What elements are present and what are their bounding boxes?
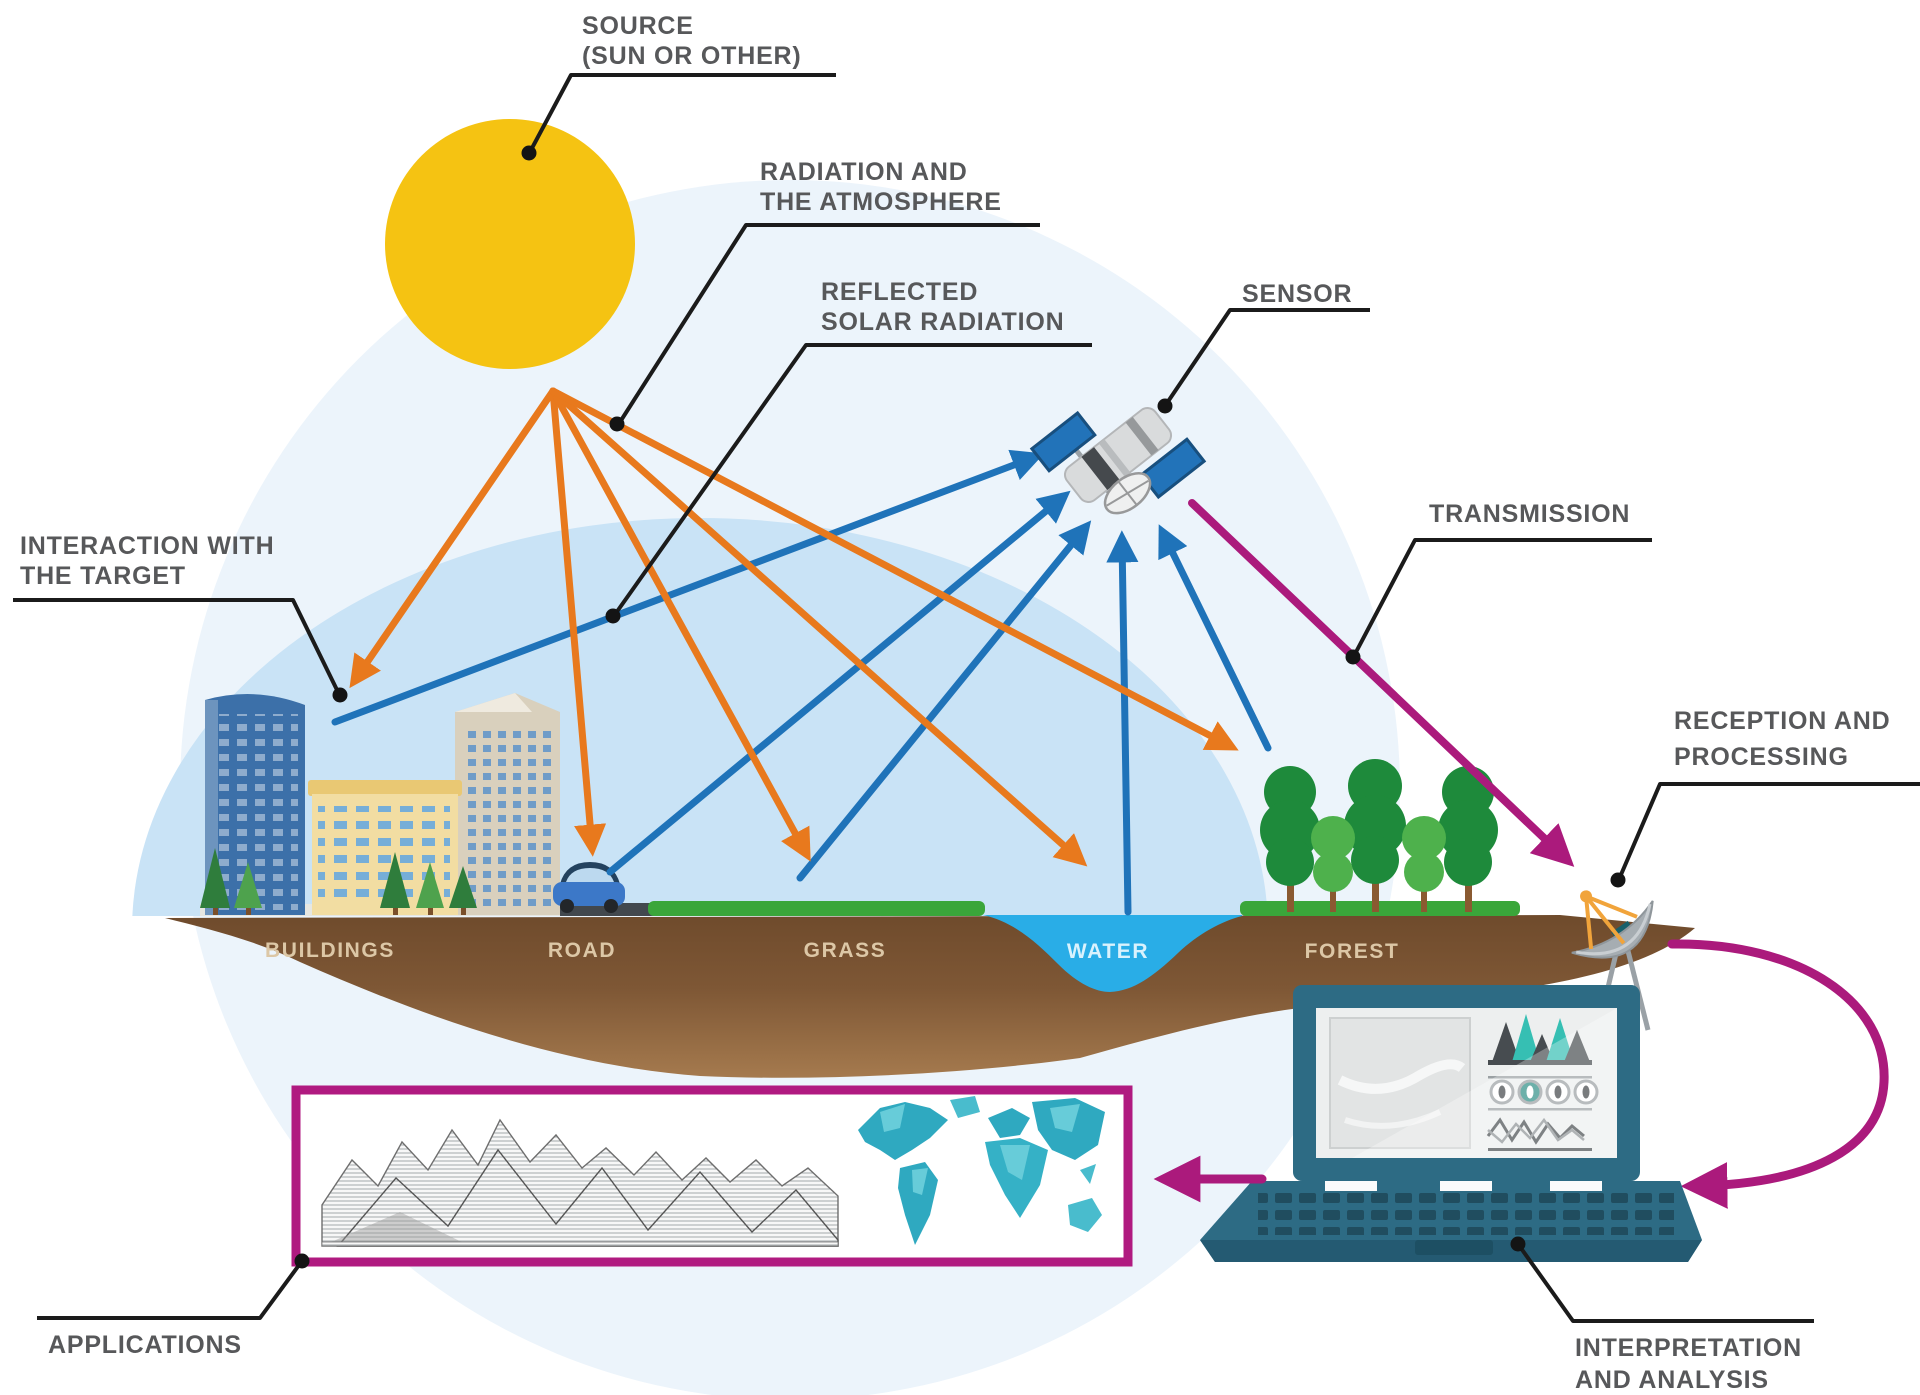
forest-grass-strip xyxy=(1240,901,1520,916)
terrain-wireframe xyxy=(321,1118,839,1247)
yellow-building-cornice xyxy=(308,780,462,796)
callout-radiation-atmosphere: RADIATION AND THE ATMOSPHERE xyxy=(609,158,1040,432)
svg-text:THE TARGET: THE TARGET xyxy=(20,562,186,590)
ground-label-forest: FOREST xyxy=(1305,940,1400,963)
ground-label-grass: GRASS xyxy=(804,939,887,962)
reflected-radiation-arrows xyxy=(331,449,1272,916)
callout-applications: APPLICATIONS xyxy=(37,1253,310,1359)
ground-label-water: WATER xyxy=(1067,940,1149,963)
grass-strip xyxy=(648,901,985,916)
callouts: SOURCE (SUN OR OTHER) RADIATION AND THE … xyxy=(13,12,1920,1394)
applications-label: APPLICATIONS xyxy=(48,1331,242,1359)
laptop-icon xyxy=(1200,985,1702,1262)
processing-flow-arrow xyxy=(1667,939,1889,1209)
transmission-arrow xyxy=(1188,499,1575,867)
callout-reflected-solar-radiation: REFLECTED SOLAR RADIATION xyxy=(605,278,1092,624)
svg-text:THE ATMOSPHERE: THE ATMOSPHERE xyxy=(760,188,1002,216)
ground: BUILDINGS ROAD GRASS WATER FOREST xyxy=(165,901,1695,1078)
transmission-label: TRANSMISSION xyxy=(1429,500,1630,528)
svg-text:SOLAR RADIATION: SOLAR RADIATION xyxy=(821,308,1064,336)
callout-sensor: SENSOR xyxy=(1157,280,1370,414)
city-trees xyxy=(200,848,477,915)
radiation-label: RADIATION AND xyxy=(760,158,968,186)
callout-transmission: TRANSMISSION xyxy=(1345,500,1652,665)
sun-icon xyxy=(385,119,635,369)
solar-radiation-arrows xyxy=(349,387,1239,867)
satellite-sensor-icon xyxy=(1029,407,1207,515)
city-buildings xyxy=(200,693,625,915)
interpretation-label: INTERPRETATION xyxy=(1575,1334,1802,1362)
reflected-label: REFLECTED xyxy=(821,278,978,306)
ground-label-buildings: BUILDINGS xyxy=(265,939,395,962)
car-icon xyxy=(553,862,625,913)
applications-panel xyxy=(291,1085,1133,1267)
ground-label-road: ROAD xyxy=(548,939,616,962)
interaction-label: INTERACTION WITH xyxy=(20,532,274,560)
svg-text:AND ANALYSIS: AND ANALYSIS xyxy=(1575,1366,1769,1394)
world-map xyxy=(858,1096,1105,1245)
callout-interpretation-analysis: INTERPRETATION AND ANALYSIS xyxy=(1510,1236,1814,1394)
ground-soil xyxy=(165,915,1695,1078)
callout-interaction-target: INTERACTION WITH THE TARGET xyxy=(13,532,348,703)
source-label: SOURCE xyxy=(582,12,694,40)
forest-trees xyxy=(1260,759,1498,912)
svg-text:PROCESSING: PROCESSING xyxy=(1674,743,1849,771)
sensor-label: SENSOR xyxy=(1242,280,1352,308)
callout-source: SOURCE (SUN OR OTHER) xyxy=(521,12,836,161)
water-body xyxy=(983,915,1242,992)
reception-label: RECEPTION AND xyxy=(1674,707,1890,735)
screen-charts xyxy=(1486,1014,1599,1151)
svg-text:(SUN OR OTHER): (SUN OR OTHER) xyxy=(582,42,802,70)
callout-reception-processing: RECEPTION AND PROCESSING xyxy=(1610,707,1920,888)
